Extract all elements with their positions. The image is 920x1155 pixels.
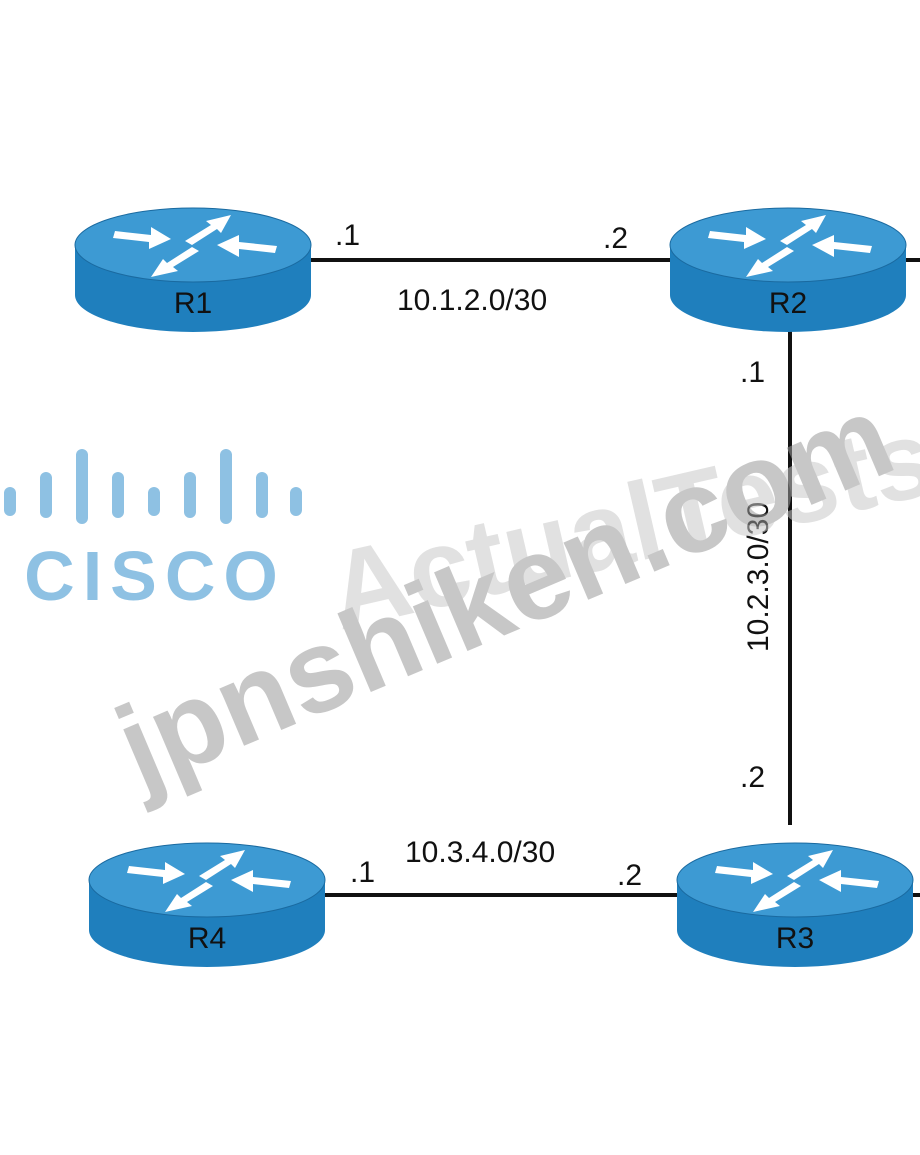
r3-top-interface-label: .2	[740, 761, 765, 794]
router-arrows-icon	[127, 850, 291, 912]
router-label: R3	[776, 922, 814, 955]
router-r3[interactable]: R3	[676, 842, 914, 967]
router-arrows-icon	[113, 215, 277, 277]
cisco-logo: CISCO	[4, 449, 302, 615]
router-top	[676, 842, 914, 918]
subnet-label-r2-r3: 10.2.3.0/30	[742, 502, 775, 652]
router-top	[88, 842, 326, 918]
r2-bottom-interface-label: .1	[740, 356, 765, 389]
r2-left-interface-label: .2	[603, 222, 628, 255]
routers: R1 R2 R3 R4	[74, 207, 914, 967]
subnet-label-r1-r2: 10.1.2.0/30	[397, 284, 547, 317]
r3-left-interface-label: .2	[617, 859, 642, 892]
cisco-logo-bars-icon	[4, 449, 302, 524]
r4-interface-label: .1	[350, 856, 375, 889]
router-r4[interactable]: R4	[88, 842, 326, 967]
router-top	[669, 207, 907, 283]
router-r2[interactable]: R2	[669, 207, 907, 332]
link-labels: 10.1.2.0/30 .1 .2 .1 10.2.3.0/30 .2 10.3…	[335, 219, 775, 892]
router-label: R2	[769, 287, 807, 320]
router-label: R1	[174, 287, 212, 320]
subnet-label-r4-r3: 10.3.4.0/30	[405, 836, 555, 869]
router-arrows-icon	[708, 215, 872, 277]
router-top	[74, 207, 312, 283]
cisco-logo-text: CISCO	[24, 537, 286, 615]
links	[310, 258, 920, 897]
router-r1[interactable]: R1	[74, 207, 312, 332]
r1-interface-label: .1	[335, 219, 360, 252]
router-label: R4	[188, 922, 226, 955]
router-arrows-icon	[715, 850, 879, 912]
